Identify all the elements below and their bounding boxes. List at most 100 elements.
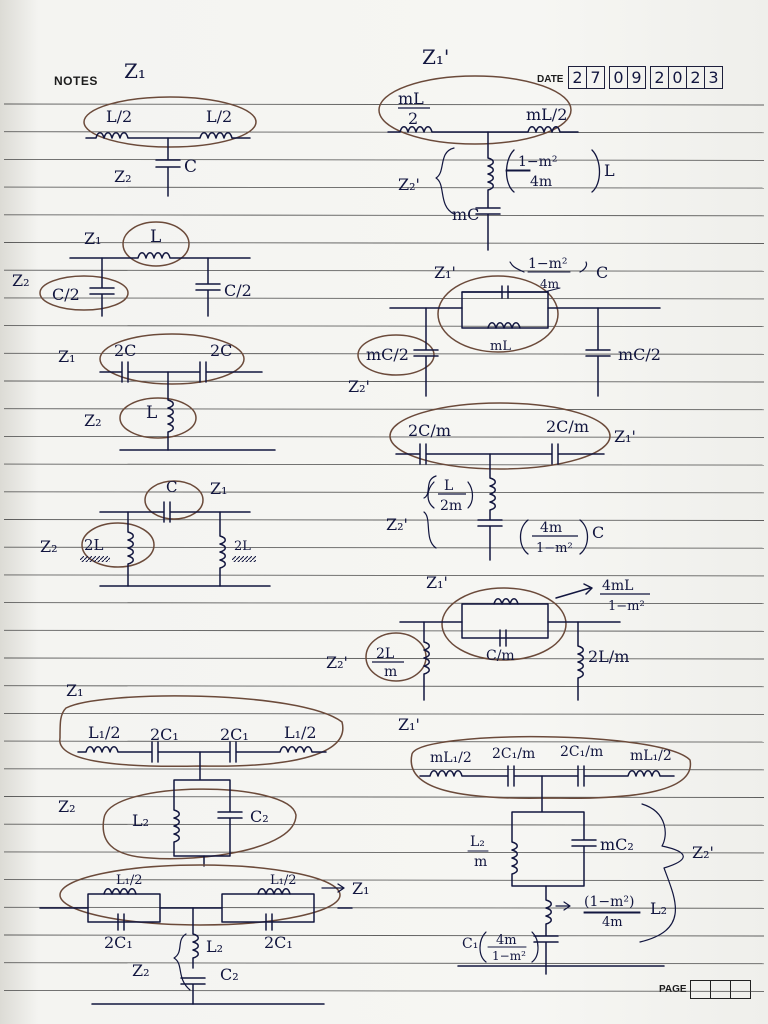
ruled-line: [3, 214, 765, 217]
z2-label: Z₂: [40, 537, 58, 556]
date-digit: 9: [631, 68, 642, 87]
inductor-label: L: [150, 227, 161, 247]
capacitor-label: C₁: [462, 936, 478, 952]
ruled-line: [3, 934, 765, 937]
inductor-label: 2L: [376, 646, 394, 662]
z1-prime-label: Z₁': [398, 715, 420, 734]
inductor-label: mL₁/2: [630, 748, 672, 764]
page-box: [691, 981, 711, 998]
capacitor-label: 4m: [540, 520, 562, 536]
capacitor-label: 4m: [540, 277, 560, 291]
ruled-line: [3, 491, 765, 494]
capacitor-label: C: [596, 263, 608, 282]
capacitor-label: 2C/m: [408, 421, 451, 440]
z1-label: Z₁: [352, 879, 370, 898]
inductor-label: L₁/2: [270, 873, 297, 888]
inductor-label: 4mL: [602, 578, 633, 594]
inductor-label: mL: [490, 339, 511, 354]
left-t-section-2c: [99, 333, 276, 451]
capacitor-label: C₂: [220, 965, 239, 984]
capacitor-label: mC/2: [618, 345, 661, 364]
z1-loop: [122, 221, 190, 267]
inductor-label: L/2: [106, 107, 132, 126]
z1-prime-loop: [410, 735, 692, 799]
capacitor-label: C: [184, 157, 197, 177]
page-label: PAGE: [659, 984, 687, 995]
z1-loop: [59, 695, 344, 768]
inductor-label: L₂: [206, 937, 223, 956]
inductor-label: m: [474, 854, 487, 870]
capacitor-label: mC/2: [366, 345, 409, 364]
ruled-line: [3, 879, 765, 882]
date-digit: 0: [610, 67, 628, 88]
inductor-label: L₂: [650, 899, 667, 918]
right-m-derived-t-section: [378, 75, 601, 251]
z1-label: Z₁: [84, 229, 102, 248]
right-m-derived-t-section-c: [389, 402, 611, 561]
ruled-line: [3, 352, 765, 355]
capacitor-label: 2C₁: [150, 725, 179, 744]
left-t-section: [83, 96, 257, 197]
z2-prime-label: Z₂': [692, 843, 714, 862]
inductor-label: L: [146, 403, 157, 423]
capacitor-label: 2C: [114, 341, 136, 360]
capacitor-label: C/m: [486, 648, 515, 664]
inductor-label: mL: [398, 89, 424, 108]
z1-label: Z₁: [66, 681, 84, 700]
date-digit: 3: [708, 68, 719, 87]
ruled-line: [3, 574, 765, 577]
z2-label: Z₂: [12, 271, 30, 290]
ruled-line: [3, 851, 765, 854]
z1-prime-label: Z₁': [422, 45, 449, 69]
capacitor-label: 1−m²: [536, 541, 573, 556]
left-pi-section: [39, 221, 251, 317]
z1-prime-loop: [441, 587, 567, 661]
ruled-line: [3, 131, 765, 134]
capacitor-label: C: [166, 478, 177, 496]
capacitor-label: C: [592, 523, 604, 542]
left-composite-t-section: [59, 695, 344, 867]
date-digit: 2: [651, 67, 669, 88]
z1-loop: [59, 864, 341, 926]
capacitor-label: mC₂: [600, 835, 634, 854]
inductor-label: 1−m²: [518, 154, 558, 170]
z1-prime-loop: [389, 402, 611, 470]
capacitor-label: C₂: [250, 807, 269, 826]
z1-label: Z₁: [124, 59, 146, 83]
ruled-line: [3, 989, 765, 992]
date-boxes: 2 7 0 9 2 0 2 3: [568, 66, 723, 89]
z2-loop: [102, 788, 297, 860]
date-digit: 7: [590, 68, 601, 87]
ruled-line: [3, 463, 765, 466]
right-m-derived-composite-section: [410, 735, 692, 975]
ruled-line: [3, 823, 765, 826]
z2-label: Z₂: [132, 961, 150, 980]
z1-loop: [144, 480, 204, 520]
ruled-line: [3, 408, 765, 411]
z2-label: Z₂: [58, 797, 76, 816]
ruled-line: [3, 962, 765, 965]
z2-label: Z₂: [84, 411, 102, 430]
page-box: [711, 981, 731, 998]
date-day: 2 7: [568, 66, 605, 89]
capacitor-label: 2C₁/m: [560, 744, 603, 760]
z2-loop: [81, 522, 155, 568]
inductor-label: (1−m²): [584, 894, 634, 910]
ruled-line: [3, 546, 765, 549]
ruled-line: [3, 740, 765, 743]
ruled-lines: [3, 103, 765, 992]
inductor-label: L/2: [206, 107, 232, 126]
date-digit: 2: [687, 67, 705, 88]
ruled-line: [3, 158, 765, 161]
ruled-line: [3, 796, 765, 798]
inductor-label: 1−m²: [608, 599, 645, 614]
inductor-label: 2: [408, 109, 418, 128]
ruled-line: [3, 519, 765, 521]
handwritten-labels: Z₁ L/2 L/2 Z₂ C Z₁ L Z₂ C/2 C/2 Z₁ 2C 2C…: [12, 45, 714, 984]
ruled-line: [3, 325, 765, 328]
z2-loop: [39, 275, 129, 311]
page-number-boxes: [690, 980, 751, 999]
inductor-label: L₂: [470, 834, 485, 850]
ruled-line: [3, 629, 765, 632]
